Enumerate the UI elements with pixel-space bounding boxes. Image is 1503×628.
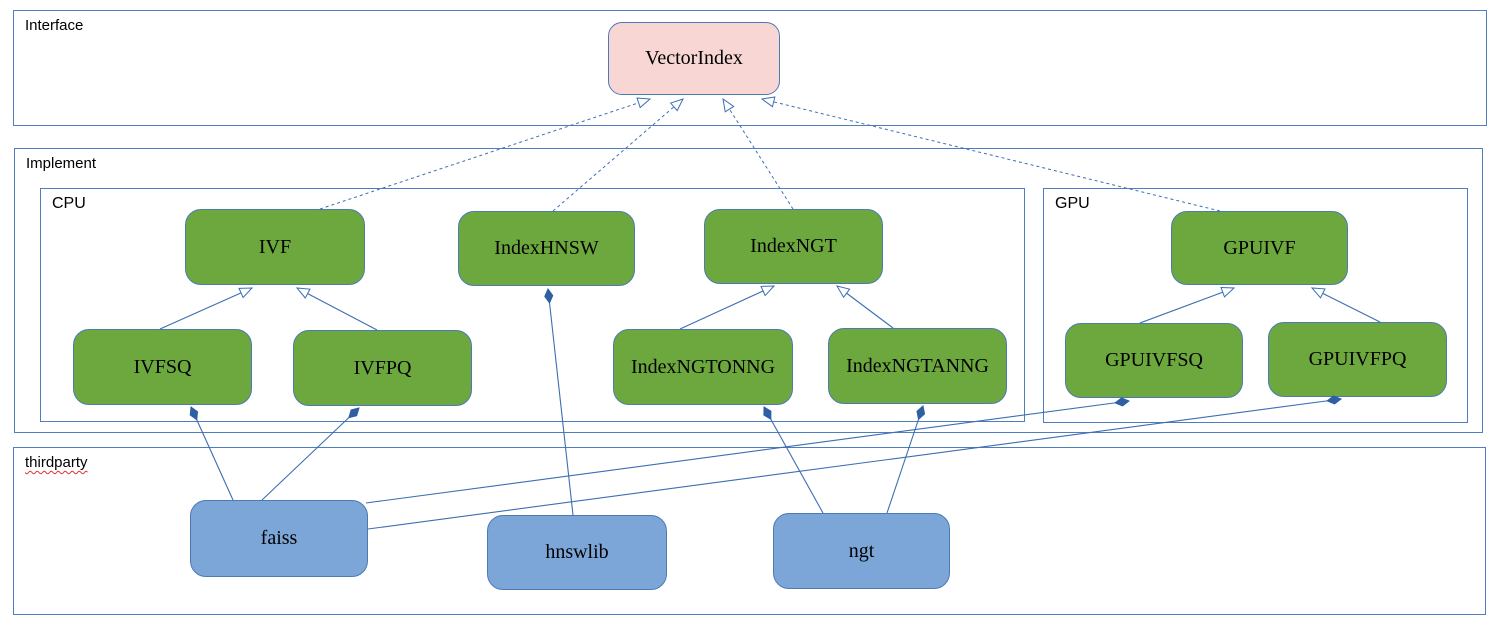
node-indexngt-label: IndexNGT	[750, 235, 837, 257]
node-ivfpq-label: IVFPQ	[353, 356, 412, 379]
node-gpuivf: GPUIVF	[1171, 211, 1348, 285]
node-gpuivfsq-label: GPUIVFSQ	[1105, 349, 1203, 371]
node-indexngt: IndexNGT	[704, 209, 883, 284]
node-indexngtonng-label: IndexNGTONNG	[630, 355, 776, 378]
node-hnswlib-label: hnswlib	[545, 541, 609, 563]
node-ivf-label: IVF	[258, 235, 292, 258]
node-indexngtonng: IndexNGTONNG	[613, 329, 793, 405]
node-gpuivfpq-label: GPUIVFPQ	[1308, 348, 1407, 370]
node-gpuivf-label: GPUIVF	[1223, 236, 1296, 259]
container-thirdparty-label: thirdparty	[25, 454, 88, 471]
container-cpu-label: CPU	[52, 195, 86, 212]
node-indexhnsw: IndexHNSW	[458, 211, 635, 286]
node-indexhnsw-label: IndexHNSW	[494, 237, 599, 259]
node-vectorindex-label: VectorIndex	[645, 47, 743, 69]
node-faiss: faiss	[190, 500, 368, 577]
container-implement-label: Implement	[26, 155, 97, 172]
node-gpuivfpq: GPUIVFPQ	[1268, 322, 1447, 397]
node-ivfsq: IVFSQ	[73, 329, 252, 405]
node-ngt: ngt	[773, 513, 950, 589]
node-gpuivfsq: GPUIVFSQ	[1065, 323, 1243, 398]
node-ivf: IVF	[185, 209, 365, 285]
node-indexngtanng: IndexNGTANNG	[828, 328, 1007, 404]
container-gpu-label: GPU	[1055, 195, 1090, 212]
container-interface-label: Interface	[25, 17, 84, 34]
node-ivfsq-label: IVFSQ	[133, 355, 192, 378]
node-faiss-label: faiss	[260, 527, 298, 549]
node-vectorindex: VectorIndex	[608, 22, 780, 95]
node-ivfpq: IVFPQ	[293, 330, 472, 406]
node-indexngtanng-label: IndexNGTANNG	[846, 354, 989, 377]
node-hnswlib: hnswlib	[487, 515, 667, 590]
node-ngt-label: ngt	[848, 539, 875, 562]
